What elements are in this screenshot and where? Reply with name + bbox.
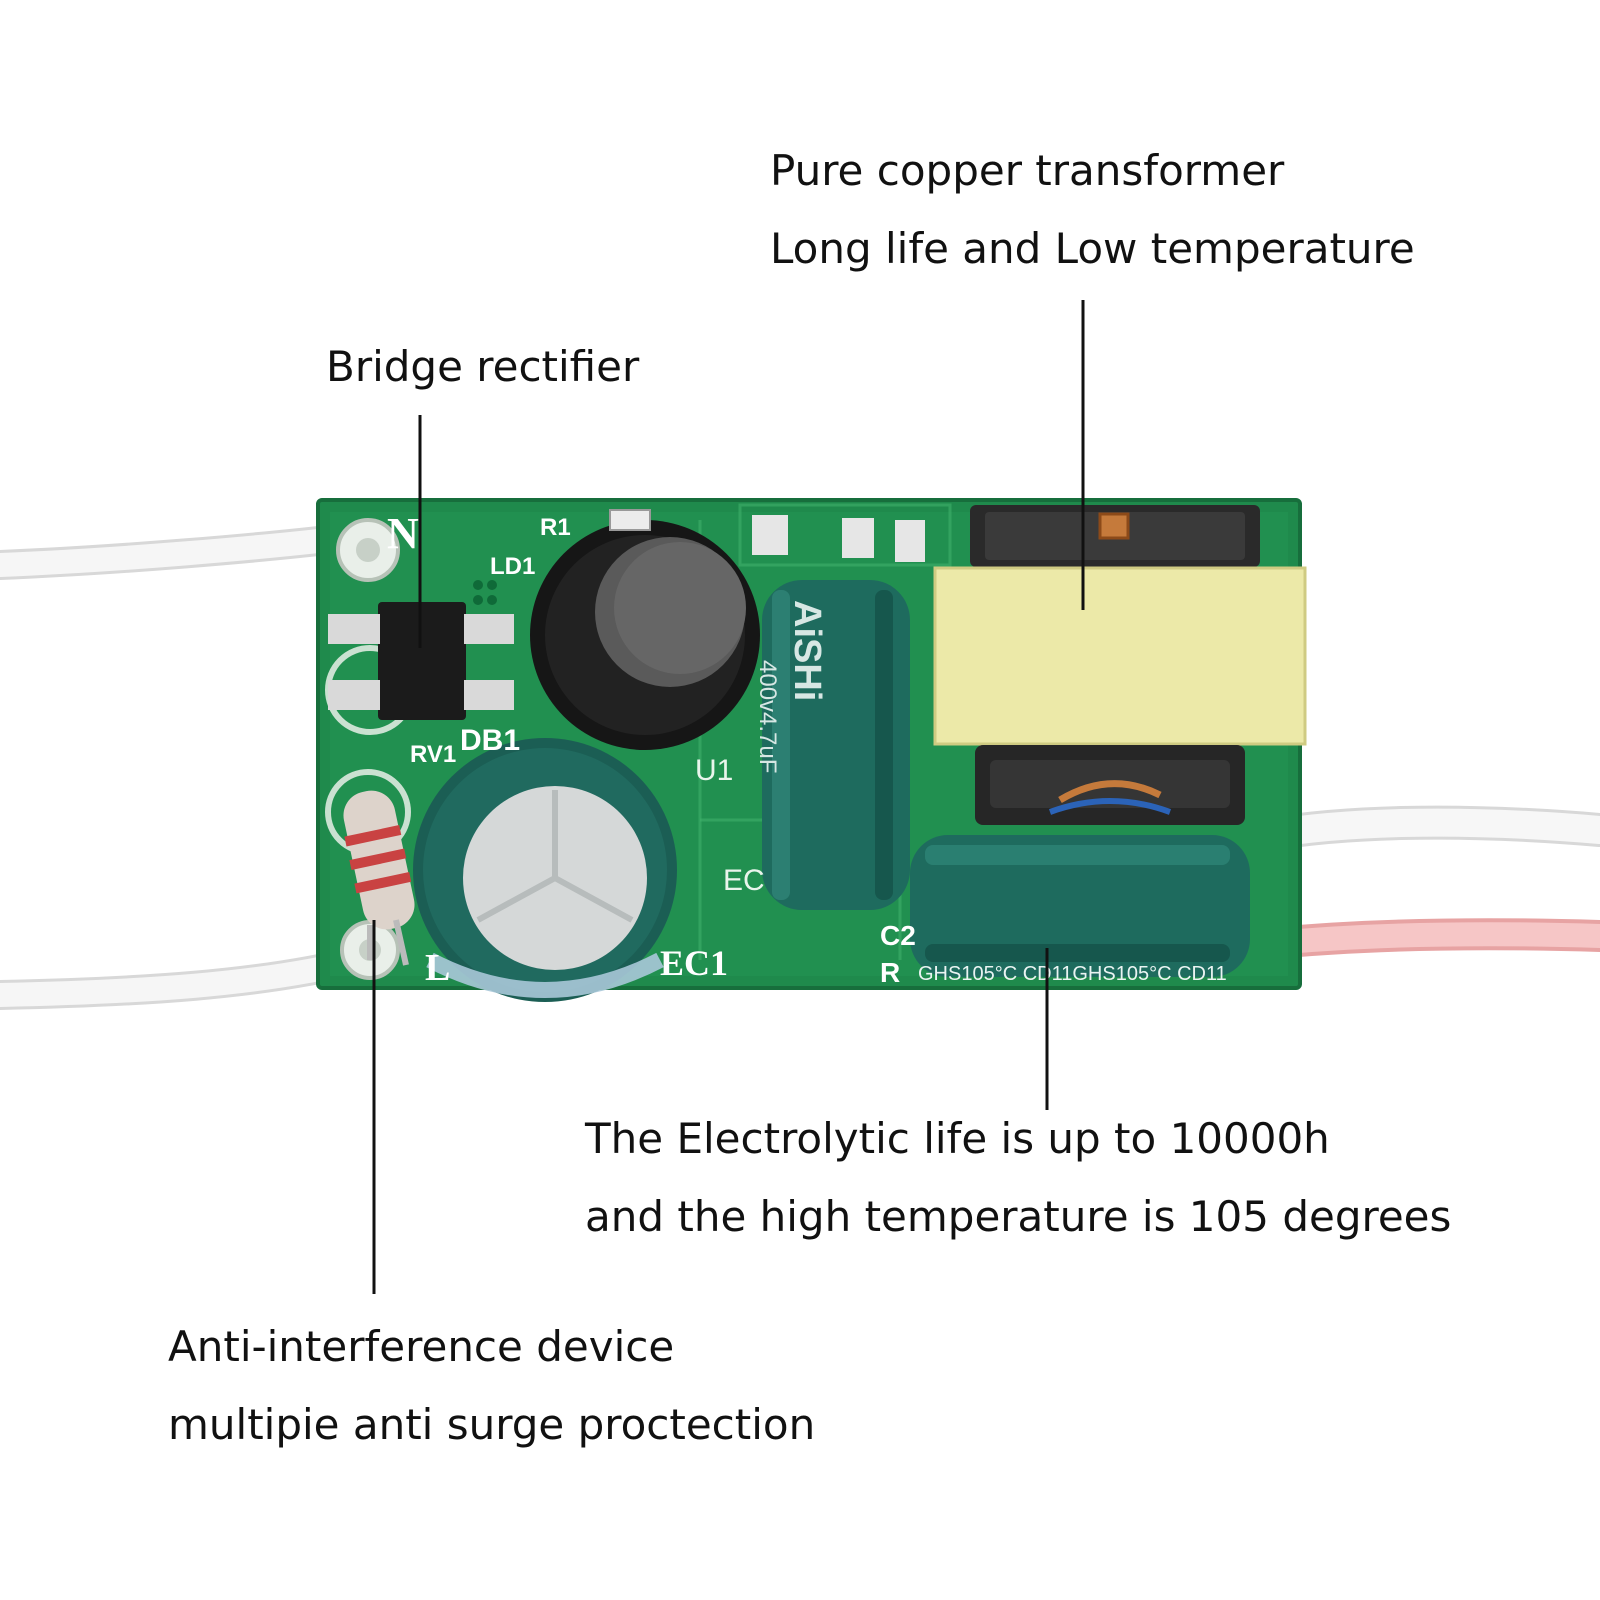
callout-anti-interference: Anti-interference device multipie anti s… [168, 1308, 815, 1464]
horizontal-electrolytic-capacitor [910, 835, 1250, 977]
silkscreen-c2: C2 [880, 920, 916, 951]
tall-cap-brand-text: AiSHi [786, 600, 828, 701]
silkscreen-r: R [880, 957, 900, 988]
callout-electrolytic: The Electrolytic life is up to 10000h an… [585, 1100, 1451, 1256]
tall-cap-rating-text: 400v4.7uF [754, 660, 781, 773]
callout-transformer-line2: Long life and Low temperature [770, 224, 1415, 273]
transformer-tape [933, 566, 1307, 746]
silkscreen-ec: EC [723, 864, 765, 897]
silkscreen-ld1: LD1 [490, 553, 535, 580]
silkscreen-ec1: EC1 [660, 943, 728, 983]
silkscreen-l: L [425, 947, 450, 989]
callout-electrolytic-line2: and the high temperature is 105 degrees [585, 1192, 1452, 1241]
tall-capacitor [762, 580, 910, 910]
silkscreen-u1: U1 [695, 754, 733, 787]
callout-anti-interference-line1: Anti-interference device [168, 1322, 675, 1371]
silkscreen-n: N [387, 509, 419, 558]
callout-transformer-line1: Pure copper transformer [770, 146, 1285, 195]
callout-rectifier: Bridge rectifier [326, 328, 639, 406]
transformer-copper-top [1098, 512, 1130, 540]
silkscreen-db1: DB1 [460, 724, 520, 757]
bridge-rectifier-chip [378, 602, 466, 720]
horizontal-cap-text: GHS105°C CD11GHS105°C CD11 [918, 963, 1227, 985]
silkscreen-rv1: RV1 [410, 741, 456, 768]
callout-anti-interference-line2: multipie anti surge proctection [168, 1400, 816, 1449]
callout-rectifier-line1: Bridge rectifier [326, 342, 640, 391]
silkscreen-r1: R1 [540, 514, 571, 541]
callout-electrolytic-line1: The Electrolytic life is up to 10000h [585, 1114, 1330, 1163]
callout-transformer: Pure copper transformer Long life and Lo… [770, 132, 1415, 288]
